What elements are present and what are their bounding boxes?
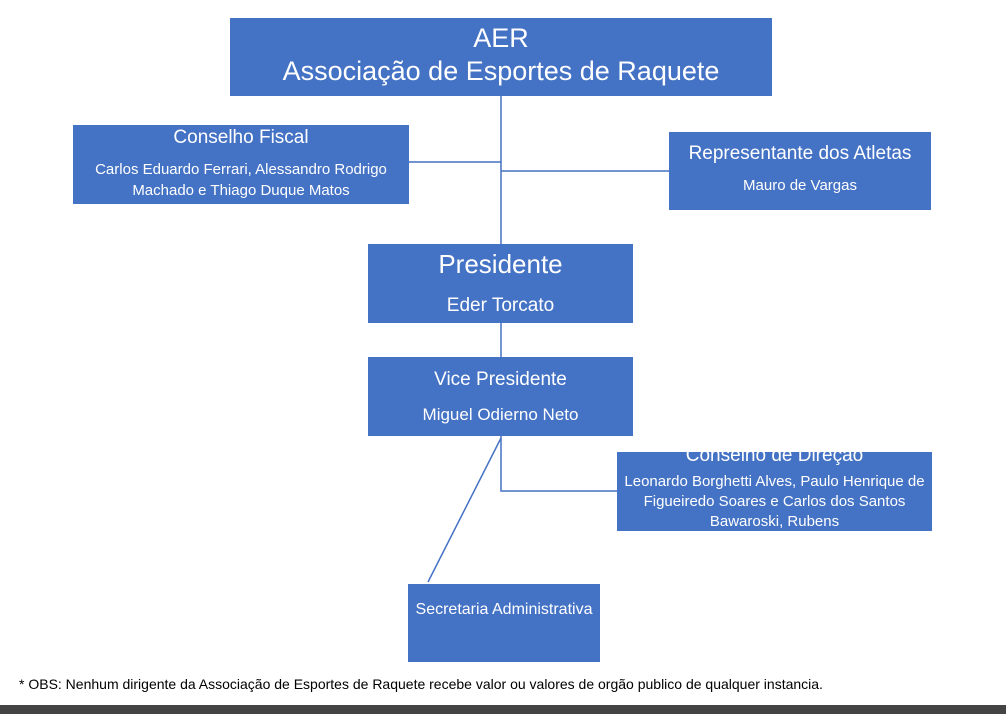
footer-bar [0,705,1006,714]
node-conselho-direcao-title: Conselho de Direção [685,452,864,466]
node-representante-atletas-member: Mauro de Vargas [743,177,857,194]
node-conselho-direcao-members: Leonardo Borghetti Alves, Paulo Henrique… [624,473,925,530]
node-conselho-fiscal: Conselho Fiscal Carlos Eduardo Ferrari, … [73,125,409,204]
node-conselho-direcao: Conselho de Direção Leonardo Borghetti A… [617,452,932,531]
node-secretaria-title: Secretaria Administrativa [415,601,593,618]
node-conselho-fiscal-title: Conselho Fiscal [173,127,309,148]
node-vice-presidente-title: Vice Presidente [434,369,567,390]
node-representante-atletas: Representante dos Atletas Mauro de Varga… [669,132,931,210]
node-presidente-title: Presidente [438,249,563,279]
connector-conselho-direcao [500,436,617,492]
node-vice-presidente-member: Miguel Odierno Neto [422,405,579,424]
node-conselho-fiscal-members: Carlos Eduardo Ferrari, Alessandro Rodri… [95,161,387,199]
node-aer-subtitle: Associação de Esportes de Raquete [282,56,720,86]
node-representante-atletas-title: Representante dos Atletas [688,143,912,164]
node-aer-title: AER [473,23,529,53]
node-vice-presidente: Vice Presidente Miguel Odierno Neto [368,357,633,436]
footnote: * OBS: Nenhum dirigente da Associação de… [19,676,823,692]
node-aer: AER Associação de Esportes de Raquete [230,18,772,96]
node-secretaria: Secretaria Administrativa [408,584,600,662]
node-presidente-member: Eder Torcato [446,295,555,316]
connector-secretaria [427,437,502,583]
node-presidente: Presidente Eder Torcato [368,244,633,323]
